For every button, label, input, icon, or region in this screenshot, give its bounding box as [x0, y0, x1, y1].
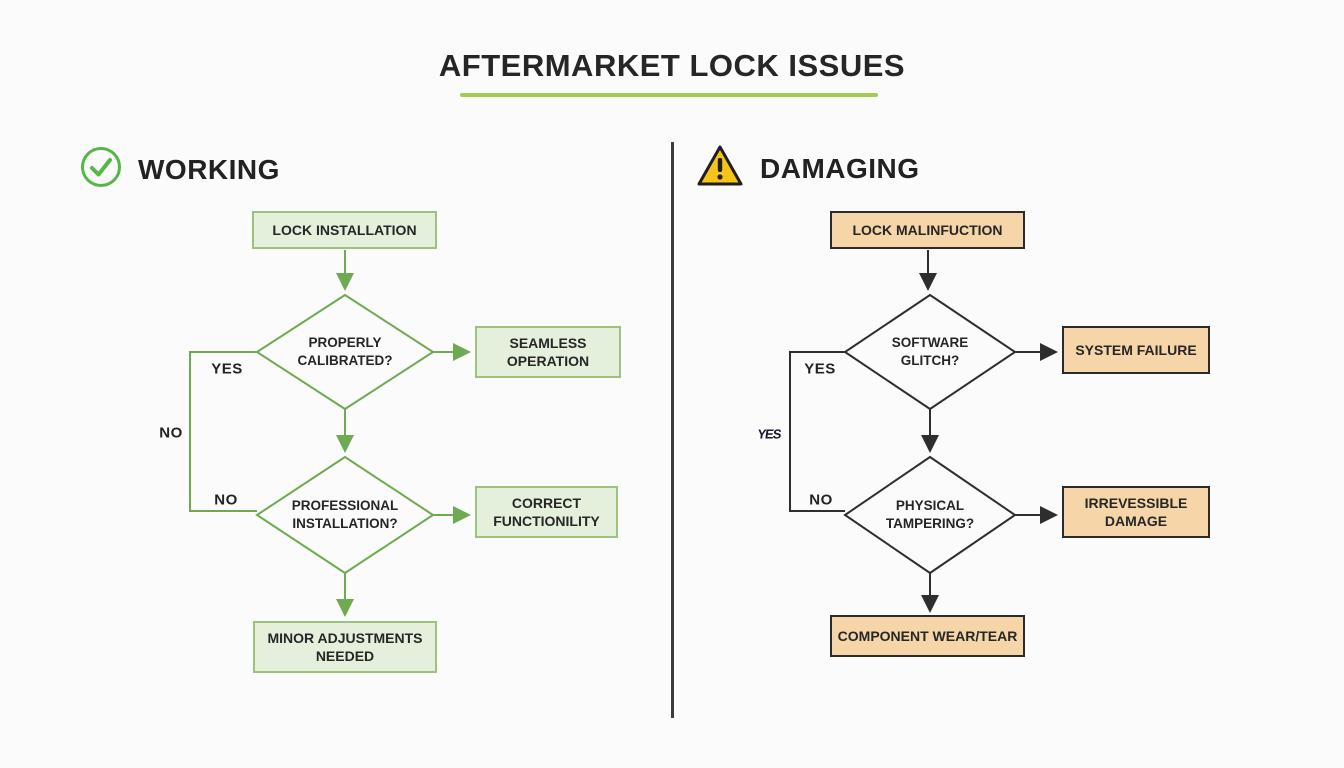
flow-connector-yes-loop [789, 351, 845, 512]
node-lock-installation: LOCK INSTALLATION [252, 211, 437, 249]
node-irrevessible-damage: IRREVESSIBLE DAMAGE [1062, 486, 1210, 538]
node-physical-tampering: PHYSICAL TAMPERING? [885, 497, 975, 531]
node-software-glitch: SOFTWARE GLITCH? [891, 334, 969, 368]
title-underline [460, 93, 878, 97]
working-flow-lines [189, 250, 471, 617]
edge-label-yes: YES [804, 360, 836, 378]
flow-connector-no-loop [189, 351, 257, 512]
node-system-failure: SYSTEM FAILURE [1062, 326, 1210, 374]
edge-label-no: NO [159, 424, 183, 442]
section-divider [671, 142, 674, 718]
node-correct-functionility: CORRECT FUNCTIONILITY [475, 486, 618, 538]
node-properly-calibrated: PROPERLY CALIBRATED? [297, 334, 393, 368]
edge-label-yes-glitched: YES [756, 426, 782, 442]
node-lock-malinfuction: LOCK MALINFUCTION [830, 211, 1025, 249]
working-section-header: WORKING [80, 146, 280, 193]
node-component-wear-tear: COMPONENT WEAR/TEAR [830, 615, 1025, 657]
damaging-section-header: DAMAGING [696, 144, 920, 193]
edge-label-no: NO [809, 491, 833, 509]
node-professional-installation: PROFESSIONAL INSTALLATION? [291, 497, 399, 531]
edge-label-no: NO [214, 491, 238, 509]
edge-label-yes: YES [211, 360, 243, 378]
node-minor-adjustments-needed: MINOR ADJUSTMENTS NEEDED [253, 621, 437, 673]
page-title: AFTERMARKET LOCK ISSUES [438, 48, 906, 83]
damaging-section-label: DAMAGING [760, 152, 920, 184]
check-circle-icon [80, 146, 122, 193]
damaging-flow-lines [789, 250, 1058, 613]
working-section-label: WORKING [138, 153, 280, 185]
warning-triangle-icon [696, 144, 744, 193]
node-seamless-operation: SEAMLESS OPERATION [475, 326, 621, 378]
